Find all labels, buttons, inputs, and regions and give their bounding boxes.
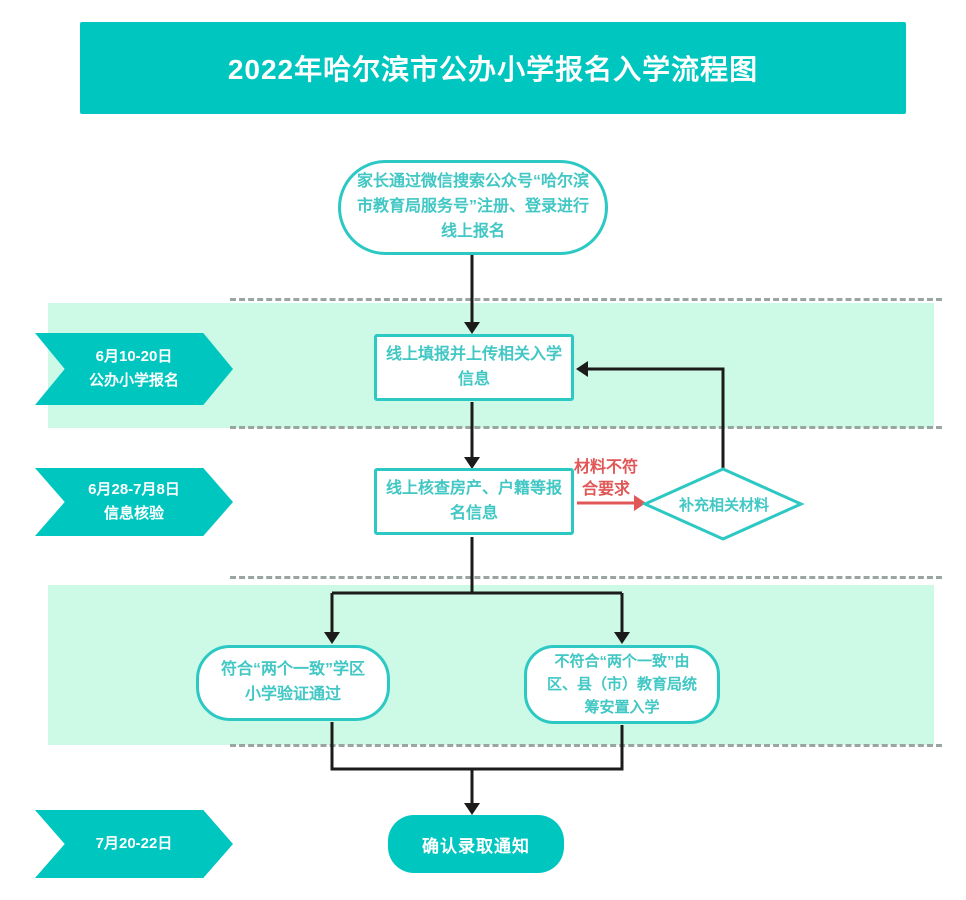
arrowhead-mismatch — [634, 495, 646, 511]
timeline-label: 公办小学报名 — [88, 372, 179, 389]
timeline-chevron-admission: 7月20-22日 — [35, 810, 233, 878]
arrowhead-to-match — [324, 632, 340, 644]
node-online-check: 线上核查房产、户籍等报名信息 — [374, 468, 574, 535]
edge-label-material-mismatch: 材料不符合要求 — [573, 459, 638, 498]
timeline-label: 信息核验 — [103, 505, 164, 522]
node-fill-upload-info: 线上填报并上传相关入学信息 — [374, 334, 574, 401]
dashed-separator-1 — [230, 298, 942, 301]
timeline-date: 7月20-22日 — [95, 835, 173, 852]
arrowhead-supplement-to-fill — [576, 361, 588, 377]
dashed-separator-4 — [230, 744, 942, 747]
arrowhead-to-confirm — [464, 803, 480, 815]
node-start-register: 家长通过微信搜索公众号“哈尔滨市教育局服务号”注册、登录进行线上报名 — [338, 160, 608, 255]
node-match-verified: 符合“两个一致”学区小学验证通过 — [196, 645, 390, 721]
arrowhead-to-no-match — [614, 632, 630, 644]
timeline-chevron-verification: 6月28-7月8日 信息核验 — [35, 468, 233, 536]
dashed-separator-2 — [230, 426, 942, 429]
timeline-date: 6月28-7月8日 — [88, 481, 180, 498]
node-no-match-placement: 不符合“两个一致”由区、县（市）教育局统筹安置入学 — [524, 645, 720, 724]
dashed-separator-3 — [230, 576, 942, 579]
decision-diamond — [641, 467, 805, 541]
timeline-chevron-registration: 6月10-20日 公办小学报名 — [35, 333, 233, 405]
page-title: 2022年哈尔滨市公办小学报名入学流程图 — [80, 22, 906, 114]
timeline-date: 6月10-20日 — [95, 348, 173, 365]
phase-band-placement — [48, 585, 934, 745]
node-confirm-admission: 确认录取通知 — [388, 815, 564, 873]
arrowhead-fill-to-check — [464, 457, 480, 469]
arrowhead-start-to-fill — [464, 322, 480, 334]
node-supplement-materials: 补充相关材料 — [678, 496, 769, 514]
